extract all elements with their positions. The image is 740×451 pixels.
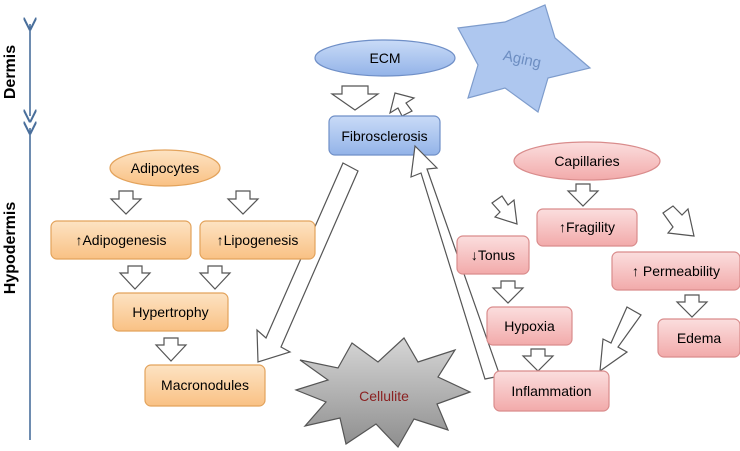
hypodermis-label: Hypodermis: [2, 202, 19, 295]
tonus-node: [456, 235, 530, 275]
lipogenesis-label: ↑Lipogenesis: [217, 232, 299, 248]
hypertrophy-to-macronodules-arrow: [154, 337, 188, 362]
capillaries-to-tonus-arrow: [491, 195, 518, 225]
adipogenesis-node: [50, 220, 192, 260]
tonus-to-hypoxia-arrow: [491, 280, 525, 304]
fibrosclerosis-to-aging-arrow: [389, 92, 416, 117]
hypertrophy-node: [112, 292, 229, 332]
cellulite-burst-shape: [294, 337, 472, 448]
permeability-label: ↑ Permeability: [632, 263, 720, 279]
capillaries-label: Capillaries: [554, 153, 619, 169]
lipogenesis-node: [199, 220, 316, 260]
permeability-to-edema-arrow: [675, 294, 709, 318]
aging-star-shape: [457, 4, 592, 113]
capillaries-node: [513, 141, 661, 181]
macronodules-node: [144, 364, 266, 407]
cellulite-label: Cellulite: [359, 388, 409, 404]
ecm-label: ECM: [369, 50, 400, 66]
tonus-label: ↓Tonus: [471, 247, 515, 263]
hypertrophy-label: Hypertrophy: [132, 304, 208, 320]
adipocytes-label: Adipocytes: [131, 160, 199, 176]
inflammation-label: Inflammation: [511, 383, 591, 399]
edema-label: Edema: [677, 330, 722, 346]
fibrosclerosis-to-macronodules-arrow: [256, 162, 359, 363]
fragility-node: [536, 208, 638, 247]
fragility-label: ↑Fragility: [559, 219, 615, 235]
adipocytes-node: [109, 149, 221, 187]
ecm-node: [314, 39, 456, 77]
fibrosclerosis-label: Fibrosclerosis: [341, 128, 427, 144]
permeability-node: [611, 251, 740, 291]
ecm-to-fibrosclerosis-arrow: [330, 85, 380, 111]
capillaries-to-permeability-arrow: [662, 205, 695, 237]
lipogenesis-to-hypertrophy-arrow: [198, 265, 232, 290]
hypoxia-label: Hypoxia: [504, 318, 555, 334]
capillaries-to-fragility-arrow: [566, 183, 600, 207]
edema-node: [657, 318, 740, 358]
permeability-to-inflammation-arrow: [599, 306, 642, 373]
adipocytes-to-lipogenesis-arrow: [226, 190, 260, 215]
adipogenesis-to-hypertrophy-arrow: [118, 265, 152, 290]
inflammation-to-fibrosclerosis-arrow: [410, 144, 501, 380]
dermis-label: Dermis: [2, 45, 19, 99]
hypoxia-to-inflammation-arrow: [521, 348, 555, 372]
hypoxia-node: [486, 306, 573, 346]
fibrosclerosis-node: [328, 115, 441, 156]
macronodules-label: Macronodules: [161, 377, 249, 393]
adipocytes-to-adipogenesis-arrow: [109, 190, 143, 215]
adipogenesis-label: ↑Adipogenesis: [75, 232, 166, 248]
inflammation-node: [493, 370, 610, 412]
